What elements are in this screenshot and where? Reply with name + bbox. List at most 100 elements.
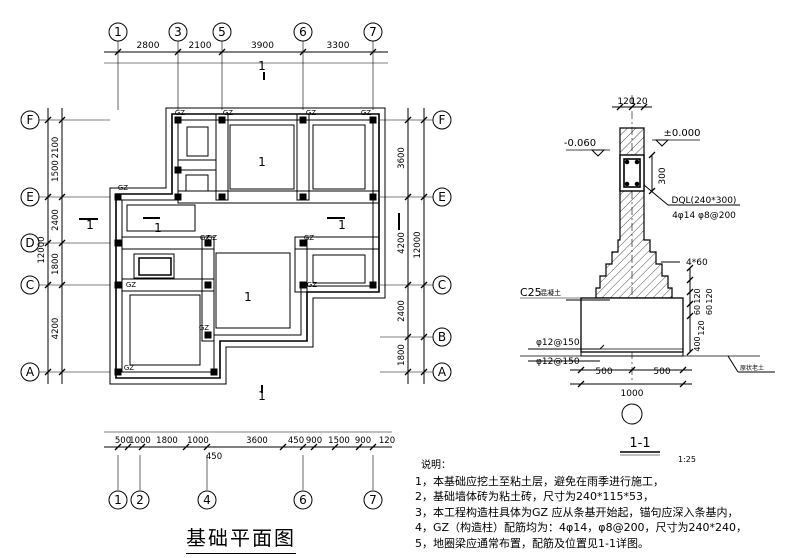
gz-column [299,116,307,124]
room-pad-2 [229,124,295,190]
concrete-label: 混凝土 [540,288,561,297]
rebar-dot [634,159,640,165]
section-dim-top-a: 120 [617,97,634,107]
left-dim-total: 12000 [37,236,47,263]
gz-column [299,239,307,247]
right-dim-tick [420,193,428,201]
section-mark-label: 1 [338,218,346,232]
section-mark-label: 1 [258,389,266,403]
section-axis-bubble [621,403,643,425]
gz-tag: GZ [304,234,314,242]
section-top-dim-tick [616,103,624,111]
notes-title: 说明： [421,460,451,471]
axis-right-C-label: C [438,278,446,292]
soil-leader [727,355,739,373]
gz-tag: GZ [207,234,217,242]
bottom-dim-tick [310,443,318,451]
rebar-dot [624,159,630,165]
right-dim-tick [404,116,412,124]
concrete-grade: C25 [520,286,542,299]
left-dim-value: 2400 [51,209,61,231]
gz-column [204,239,212,247]
bottom-dim-value: 120 [379,436,395,446]
section-bottom-dim-tick [577,366,585,374]
top-dim-tick [369,48,377,56]
rebar-label-2: φ12@150 [536,357,580,367]
left-dim-value: 4200 [51,318,61,340]
axis-bottom-2-circle [130,490,150,510]
axis-bottom-7-circle [363,490,383,510]
gz-tag: GZ [307,281,317,289]
right-dim-tick [404,281,412,289]
axis-right-F-label: F [439,113,446,127]
bottom-dim-tick [124,443,132,451]
footing-outer-outline [109,107,386,385]
level-right-label: ±0.000 [663,128,700,139]
note-line-4: 4，GZ（构造柱）配筋均为：4φ14，φ8@200，尺寸为240*240， [415,521,748,534]
axis-bottom-4-label: 4 [203,493,211,507]
section-bottom-dim-tick [679,366,687,374]
left-dim-tick [58,116,66,124]
dim-tick [648,151,656,159]
axis-top-3-label: 3 [174,25,182,39]
bottom-dim-tick [369,443,377,451]
wall-strip-axis-c [121,278,215,292]
axis-top-7-label: 7 [369,25,377,39]
design-notes: 说明： 1，本基础应挖土至粘土层，避免在雨季进行施工， 2，基础墙体砖为粘土砖，… [415,458,800,551]
section-bottom-left: 500 [595,367,612,377]
bottom-dim-tick [355,443,363,451]
axis-top-1-label: 1 [114,25,122,39]
bottom-dim-tick [299,443,307,451]
bottom-dim-extra: 450 [206,452,222,462]
top-dim-value: 2100 [189,41,212,51]
right-dim-tick [404,193,412,201]
section-scale: 1:25 [678,455,696,464]
axis-bottom-1-label: 1 [114,493,122,507]
gz-column [369,281,377,289]
top-dim-tick [299,48,307,56]
gz-column [204,281,212,289]
left-dim-tick [58,193,66,201]
gz-column [210,368,218,376]
axis-left-C-label: C [26,278,34,292]
section-mark-label: 1 [258,59,266,73]
top-dim-tick [174,48,182,56]
bottom-dim-value: 900 [306,436,322,446]
section-top-dim-tick [640,103,648,111]
left-dim-value: 2100 [51,137,61,159]
section-mark-label: 1 [154,221,162,235]
wall-inner-outline [121,119,374,373]
room-pad-6 [129,294,201,366]
section-right-dim-tick [686,312,694,320]
wall-strip-axis6 [296,113,310,201]
room-pad-9 [126,204,196,232]
section-right-dim-e: 120 [697,320,706,335]
note-line-5: 5，地圈梁应通常布置，配筋及位置见1-1详图。 [415,536,649,550]
section-right-dim-b: 120 [705,288,714,303]
top-dim-tick [218,48,226,56]
gz-tag: GZ [223,109,233,117]
note-line-2: 2，基础墙体砖为粘土砖，尺寸为240*115*53， [415,490,654,503]
note-line-3: 3，本工程构造柱具体为GZ 应从条基开始起，锚句应深入条基内， [415,505,739,519]
room-pad-5 [133,253,175,279]
gz-column [114,193,122,201]
bottom-dim-value: 3600 [246,436,268,446]
section-dim-top-b: 120 [630,97,647,107]
gz-column [114,368,122,376]
bottom-dim-value: 450 [288,436,304,446]
left-dim-tick [44,281,52,289]
room-pad-3 [312,124,366,190]
axis-top-5-label: 5 [218,25,226,39]
left-dim-tick [44,239,52,247]
gz-column [299,193,307,201]
left-dim-value: 1800 [51,253,61,275]
axis-bottom-6-circle [293,490,313,510]
ring-beam-stirrup [623,158,641,188]
section-right-dim-d: 60 [705,305,714,315]
top-dim-value: 3300 [327,41,350,51]
axis-right-E-label: E [438,190,446,204]
section-right-dim-tick [686,276,694,284]
axis-right-B-label: B [438,330,446,344]
section-bottom-total-tick [577,380,585,388]
